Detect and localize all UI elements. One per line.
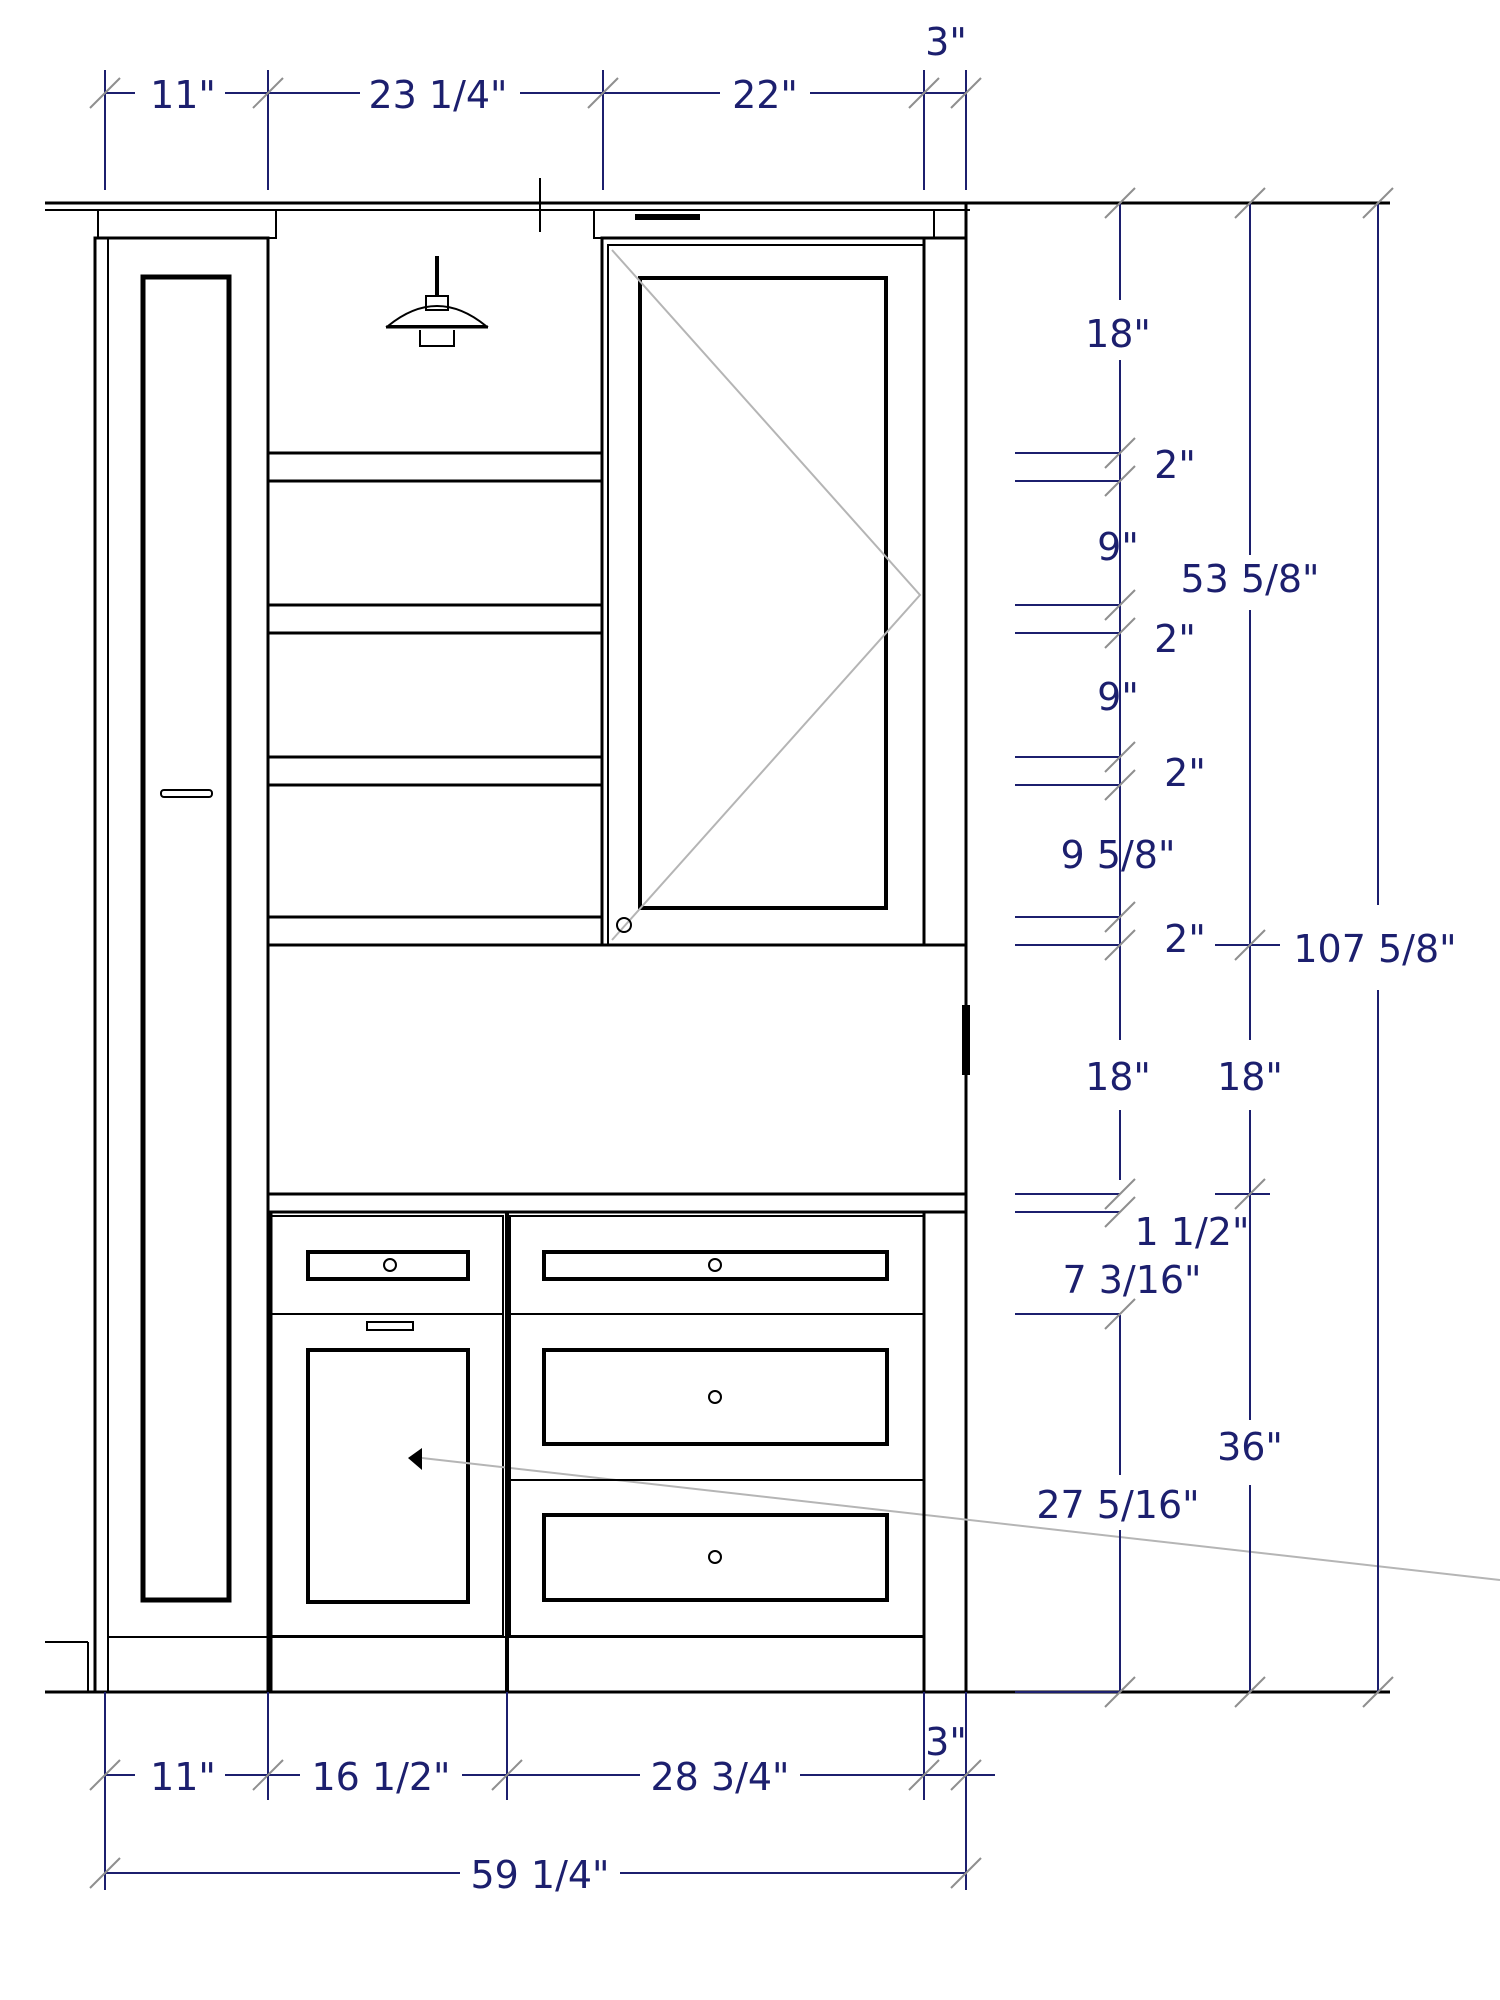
dim-gap-9-5-8: 9 5/8" (1061, 833, 1176, 877)
base-right-top-drawer-box (509, 1215, 925, 1315)
left-crown-block (97, 209, 277, 239)
bottom-dim-2: 16 1/2" (311, 1755, 450, 1799)
dim-shelf-2-b: 2" (1154, 617, 1196, 661)
top-dim-2: 23 1/4" (368, 73, 507, 117)
left-pantry-cabinet (93, 236, 270, 1694)
dim-gap-9-b: 9" (1097, 675, 1139, 719)
dim-upper-18: 18" (1085, 312, 1151, 356)
dim-counter-1-1-2: 1 1/2" (1135, 1210, 1250, 1254)
base-left-drawer-knob (383, 1258, 397, 1272)
overall-height: 107 5/8" (1293, 927, 1456, 971)
small-drawer-pull (366, 1321, 414, 1331)
bottom-dim-1: 11" (150, 1755, 216, 1799)
dim-shelf-2-d: 2" (1164, 917, 1206, 961)
crown-light-bar (635, 214, 700, 220)
left-pantry-door-panel (140, 274, 232, 1603)
top-dim-1: 11" (150, 73, 216, 117)
glass-door-panel (638, 276, 888, 910)
right-side-handle (962, 1005, 970, 1075)
dim-mid-18: 18" (1217, 1055, 1283, 1099)
dim-base-36: 36" (1217, 1425, 1283, 1469)
dim-drawer-7-3-16: 7 3/16" (1062, 1258, 1201, 1302)
bottom-dimension-chain: 11" 16 1/2" 28 3/4" 3" 59 1/4" (89, 1692, 995, 1897)
door-swing-line (611, 249, 922, 941)
right-upper-cabinet (600, 236, 968, 947)
base-right-mid-drawer (542, 1348, 889, 1446)
left-pantry-handle (160, 789, 213, 798)
door-swing-line-base (421, 1457, 1500, 1581)
top-dim-4: 3" (925, 20, 967, 64)
dim-gap-9-a: 9" (1097, 525, 1139, 569)
dim-shelf-2-c: 2" (1164, 751, 1206, 795)
glass-door-knob (616, 917, 632, 933)
base-right-top-drawer-knob (708, 1258, 722, 1272)
dim-upper-53-5-8: 53 5/8" (1180, 557, 1319, 601)
dim-base-27-5-16: 27 5/16" (1036, 1483, 1199, 1527)
door-swing-arrow (408, 1448, 422, 1470)
top-dim-3: 22" (732, 73, 798, 117)
base-right-low-drawer-knob (708, 1550, 722, 1564)
open-shelf-1 (266, 451, 604, 483)
glass-door-frame (607, 244, 925, 946)
pendant-light-icon (385, 256, 489, 347)
base-right-mid-drawer-box (509, 1313, 925, 1481)
open-shelf-4 (266, 915, 604, 947)
bottom-dim-4: 3" (925, 1720, 967, 1764)
countertop (266, 1192, 968, 1214)
bottom-dim-3: 28 3/4" (650, 1755, 789, 1799)
right-dimension-column: 18" 2" 9" 2" 9" 2" 9 5/8" 2" 18" 1 1/2" … (1015, 187, 1457, 1708)
base-right-top-drawer (542, 1250, 889, 1281)
dim-shelf-2-a: 2" (1154, 443, 1196, 487)
dim-backsplash-18: 18" (1085, 1055, 1151, 1099)
open-shelf-3 (266, 755, 604, 787)
cabinet-elevation (45, 178, 1500, 1694)
base-left-door-panel (306, 1348, 470, 1604)
open-shelf-2 (266, 603, 604, 635)
base-right-mid-drawer-knob (708, 1390, 722, 1404)
base-left-drawer (306, 1250, 470, 1281)
overall-width: 59 1/4" (470, 1853, 609, 1897)
base-right-low-drawer (542, 1513, 889, 1602)
top-dimension-chain: 11" 23 1/4" 22" 3" (89, 20, 982, 190)
base-right-low-drawer-box (509, 1479, 925, 1637)
